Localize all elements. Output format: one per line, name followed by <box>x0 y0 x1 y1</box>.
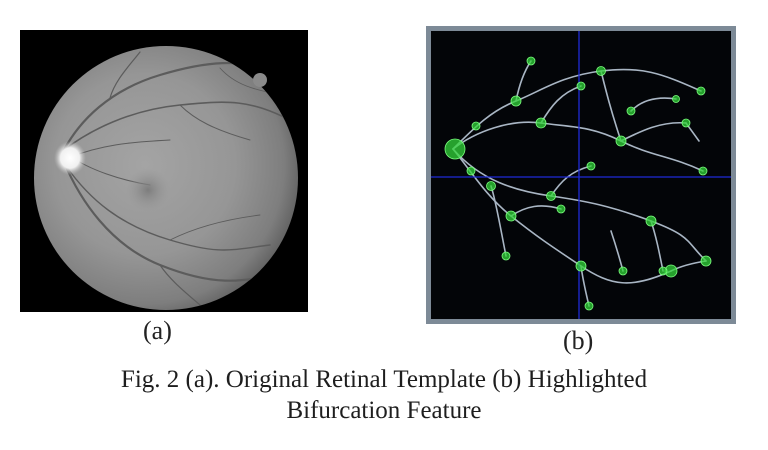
vessel-skeleton <box>431 31 731 319</box>
bifurcation-markers <box>444 56 712 311</box>
panel-b-label: (b) <box>563 326 594 355</box>
fundus-notch <box>253 73 267 87</box>
bifurcation-template <box>426 26 736 324</box>
figure-caption-line-1: Fig. 2 (a). Original Retinal Template (b… <box>120 366 648 393</box>
fundus-photo <box>34 46 298 310</box>
template-canvas <box>431 31 731 319</box>
original-retinal-image <box>20 30 308 312</box>
panel-a-label: (a) <box>143 316 172 345</box>
optic-disc <box>54 141 86 175</box>
figure-caption-line-2: Bifurcation Feature <box>286 397 482 424</box>
macula <box>126 168 170 212</box>
